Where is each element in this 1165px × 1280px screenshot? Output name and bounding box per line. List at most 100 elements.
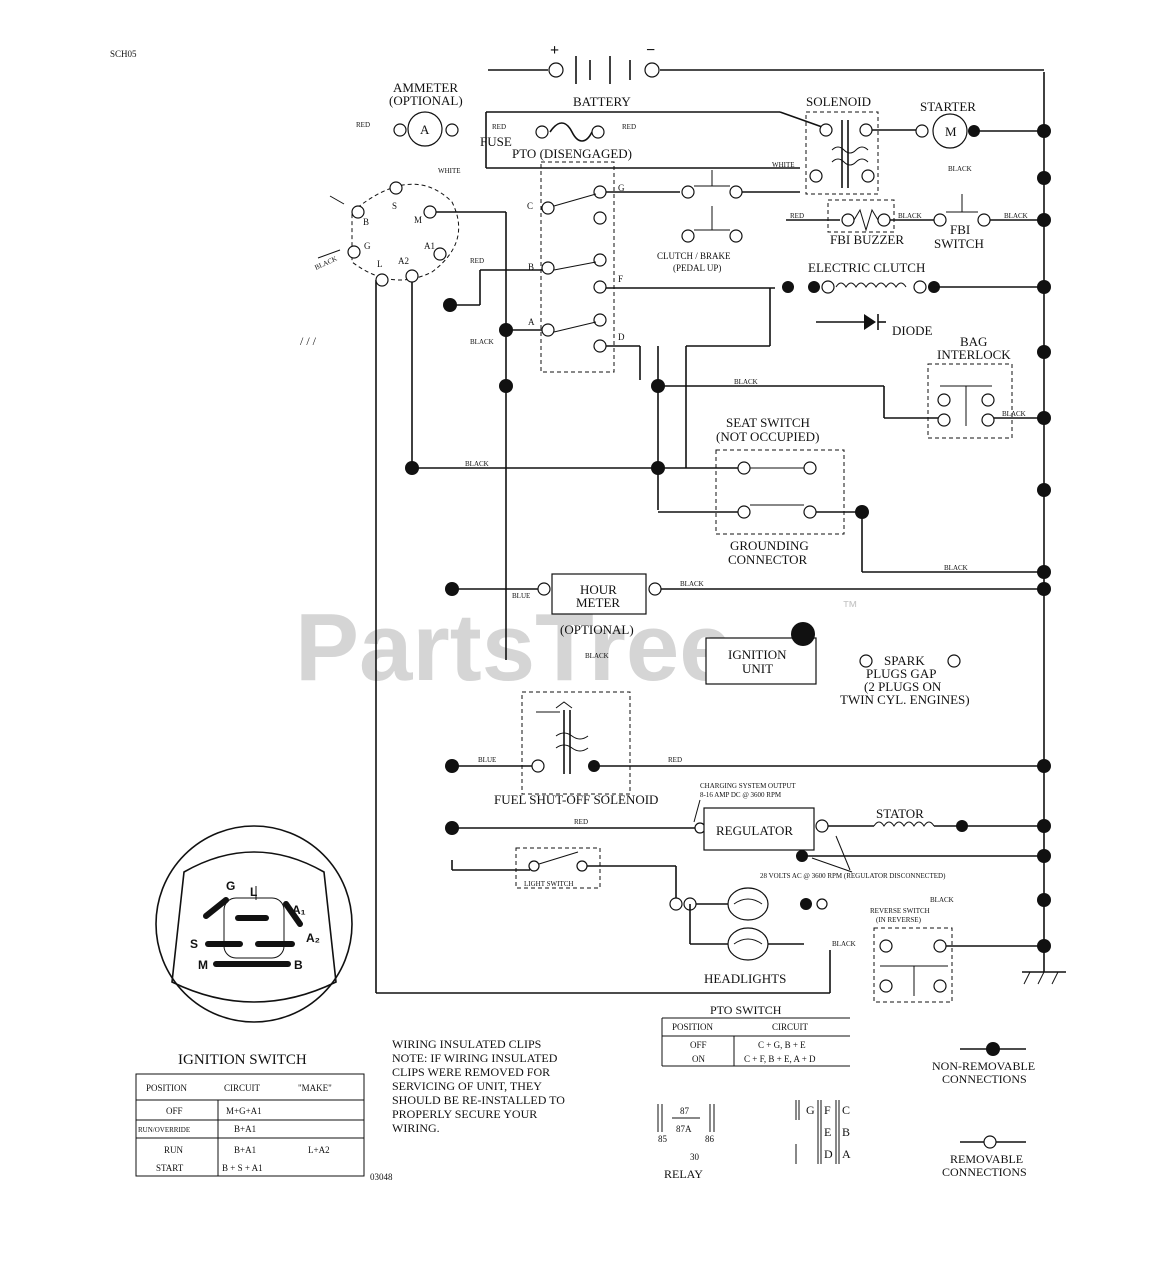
pto-table — [661, 1017, 850, 1067]
ignition-row-circuit: B+A1 — [234, 1145, 256, 1155]
ignition-unit-connection — [791, 622, 815, 646]
seat-switch-box — [715, 449, 845, 535]
pto-pin-f: F — [824, 1103, 831, 1117]
wire-color-red-2: RED — [492, 123, 506, 131]
ignition-terminal-a2: A2 — [398, 256, 409, 266]
pto-switch-box — [540, 161, 615, 373]
pto-terminal-c: C — [527, 201, 533, 211]
solenoid-box — [805, 111, 879, 195]
pto-table-row-position: ON — [692, 1054, 705, 1064]
ammeter: A — [393, 111, 459, 147]
ignition-terminal-b: B — [363, 217, 369, 227]
fuse — [535, 122, 605, 142]
ignition-table-header-position: POSITION — [146, 1083, 188, 1093]
starter-symbol: M — [945, 124, 957, 139]
watermark: PartsTree — [295, 594, 733, 701]
ignition-table-header-circuit: CIRCUIT — [224, 1083, 261, 1093]
fuel-solenoid-box — [521, 691, 631, 795]
pto-table-header-circuit: CIRCUIT — [772, 1022, 809, 1032]
slash-mark: / / / — [300, 334, 317, 348]
charging-output-2: 8-16 AMP DC @ 3600 RPM — [700, 791, 782, 799]
volts-ac-pointer-1 — [835, 835, 851, 871]
clips-note-line: SERVICING OF UNIT, THEY — [392, 1079, 542, 1093]
volts-ac-pointer-2 — [811, 857, 853, 873]
wire-color-black-13: BLACK — [313, 255, 338, 272]
clips-note-line: WIRING. — [392, 1121, 440, 1135]
ignition-unit-box — [705, 637, 817, 685]
wire-color-white-2: WHITE — [772, 161, 795, 169]
pto-terminal-g: G — [618, 183, 625, 193]
wire-color-black-9: BLACK — [680, 580, 704, 588]
reverse-switch-box — [873, 927, 953, 1003]
diode-label: DIODE — [892, 323, 932, 338]
solenoid — [809, 120, 875, 188]
pto-pin-b: B — [842, 1125, 850, 1139]
wire-color-black-4: BLACK — [1004, 212, 1028, 220]
wire-color-black-6: BLACK — [734, 378, 758, 386]
bag-interlock-label-2: INTERLOCK — [937, 347, 1011, 362]
spark-plug-electrode-2 — [947, 654, 961, 668]
ignition-row-position: RUN — [164, 1145, 184, 1155]
wire-color-white-1: WHITE — [438, 167, 461, 175]
fbi-switch-label-2: SWITCH — [934, 236, 984, 251]
starter-label: STARTER — [920, 99, 976, 114]
ignition-terminal-s: S — [392, 201, 397, 211]
seat-switch-label: SEAT SWITCH — [726, 415, 810, 430]
ignition-face-g: G — [226, 879, 235, 893]
battery-label: BATTERY — [573, 94, 631, 109]
relay-pin-86: 86 — [705, 1134, 715, 1144]
ignition-face-a2: A₂ — [306, 931, 320, 945]
wire-color-black-11: BLACK — [832, 940, 856, 948]
hour-meter-label-2: METER — [576, 595, 620, 610]
pto-pin-a: A — [842, 1147, 851, 1161]
stator-connection — [956, 820, 968, 832]
pto-pin-e: E — [824, 1125, 831, 1139]
diode — [816, 314, 886, 330]
battery-positive: + — [550, 42, 559, 59]
pto-pinout — [795, 1100, 840, 1164]
ignition-switch-title: IGNITION SWITCH — [178, 1052, 307, 1068]
pto-pin-g: G — [806, 1103, 815, 1117]
spark-plugs-note-2: TWIN CYL. ENGINES) — [840, 692, 970, 707]
ammeter-symbol: A — [420, 122, 430, 137]
relay-label: RELAY — [664, 1167, 703, 1181]
clips-note-line: WIRING INSULATED CLIPS — [392, 1037, 541, 1051]
pto-pin-c: C — [842, 1103, 850, 1117]
ignition-face-m: M — [198, 958, 208, 972]
clips-note-line: CLIPS WERE REMOVED FOR — [392, 1065, 550, 1079]
bus-connection-dots — [405, 124, 1051, 953]
pto-terminal-b: B — [528, 262, 534, 272]
spark-plugs-gap: PLUGS GAP — [866, 666, 936, 681]
pto-table-title: PTO SWITCH — [710, 1003, 782, 1017]
clips-note-line: SHOULD BE RE-INSTALLED TO — [392, 1093, 565, 1107]
spark-plugs-note-1: (2 PLUGS ON — [864, 679, 942, 694]
ignition-terminal-a1: A1 — [424, 241, 435, 251]
ignition-terminal-m: M — [414, 215, 422, 225]
pto-table-row-circuit: C + F, B + E, A + D — [744, 1054, 816, 1064]
wire-color-red-6: RED — [668, 756, 682, 764]
spark-plug-electrode-1 — [859, 654, 873, 668]
fuel-shutoff-solenoid — [531, 701, 600, 774]
bag-interlock-label-1: BAG — [960, 334, 987, 349]
ignition-unit-label-1: IGNITION — [728, 647, 787, 662]
doc-code: SCH05 — [110, 49, 137, 59]
pto-terminal-d: D — [618, 332, 625, 342]
legend-removable-1: REMOVABLE — [950, 1152, 1023, 1166]
regulator-box — [703, 807, 815, 851]
ignition-switch-face — [155, 825, 353, 1023]
relay — [657, 1104, 715, 1132]
ground-symbol — [1023, 971, 1059, 985]
pto-terminal-f: F — [618, 274, 623, 284]
ignition-face-l: L — [250, 885, 257, 899]
reverse-switch-state: (IN REVERSE) — [876, 916, 922, 924]
wire-color-black-1: BLACK — [470, 338, 494, 346]
spark-plugs-label: SPARK — [884, 653, 925, 668]
clips-note: WIRING INSULATED CLIPS NOTE: IF WIRING I… — [392, 1037, 565, 1135]
fuel-shutoff-label: FUEL SHUT-OFF SOLENOID — [494, 792, 658, 807]
solenoid-label: SOLENOID — [806, 94, 871, 109]
light-switch-box — [515, 847, 601, 889]
ignition-row-position: RUN/OVERRIDE — [138, 1126, 190, 1134]
wire-color-black-2: BLACK — [948, 165, 972, 173]
electric-clutch — [782, 280, 940, 294]
